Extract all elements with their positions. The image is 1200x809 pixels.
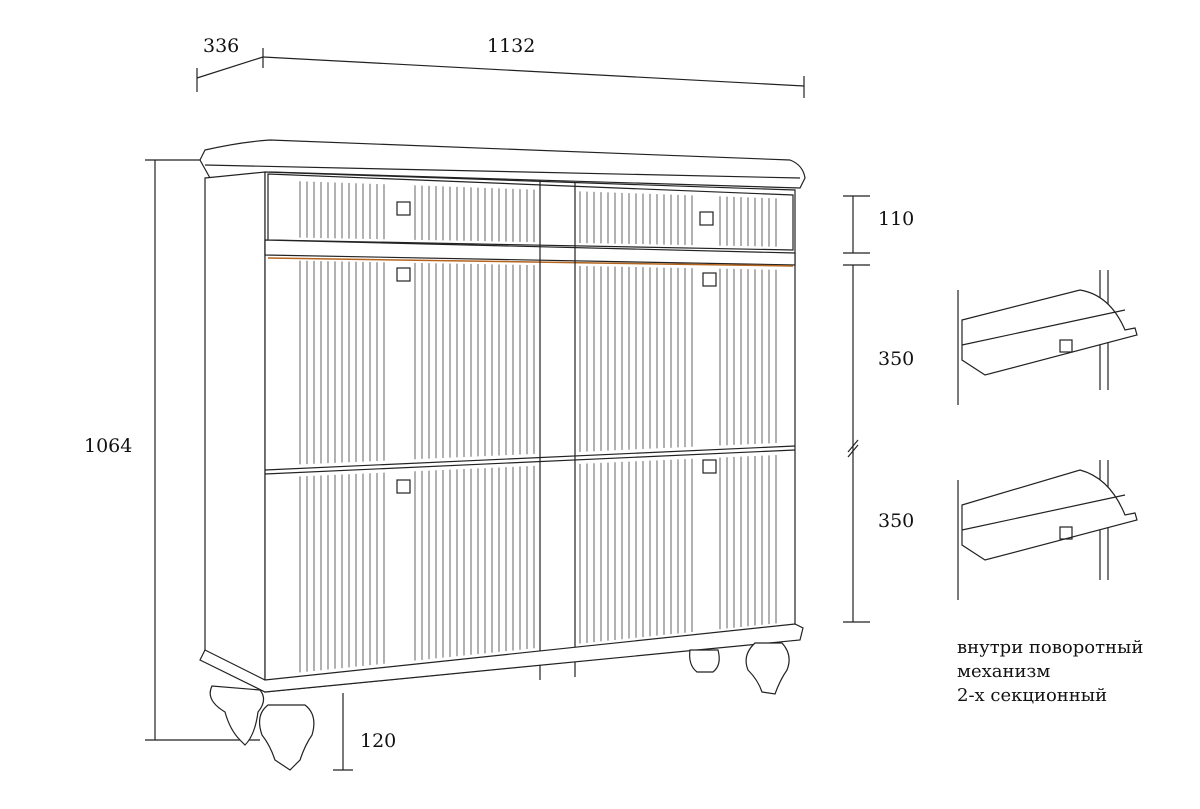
drawer-rail	[264, 239, 796, 266]
legs	[209, 642, 790, 771]
handles	[396, 201, 717, 494]
cornice	[199, 139, 806, 189]
mechanism-sketch-upper	[957, 270, 1138, 405]
height-label: 1064	[84, 435, 133, 457]
fluting	[299, 181, 777, 673]
dimension-lines	[145, 48, 870, 771]
plinth	[199, 623, 804, 693]
note-line: 2-х секционный	[957, 685, 1108, 706]
top-drawer	[267, 173, 794, 251]
lower-section-label: 350	[878, 510, 915, 532]
depth-label: 336	[203, 35, 240, 57]
leg-height-label: 120	[360, 730, 397, 752]
drawer-height-label: 110	[878, 208, 915, 230]
mechanism-note: внутри поворотный механизм 2-х секционны…	[957, 636, 1143, 708]
cabinet	[199, 139, 806, 771]
note-line: внутри поворотный	[957, 637, 1144, 658]
side-panel	[204, 171, 266, 693]
width-label: 1132	[487, 35, 536, 57]
upper-section-label: 350	[878, 348, 915, 370]
note-line: механизм	[957, 661, 1051, 682]
mechanism-sketch-lower	[957, 460, 1138, 600]
middle-divider	[264, 445, 796, 471]
